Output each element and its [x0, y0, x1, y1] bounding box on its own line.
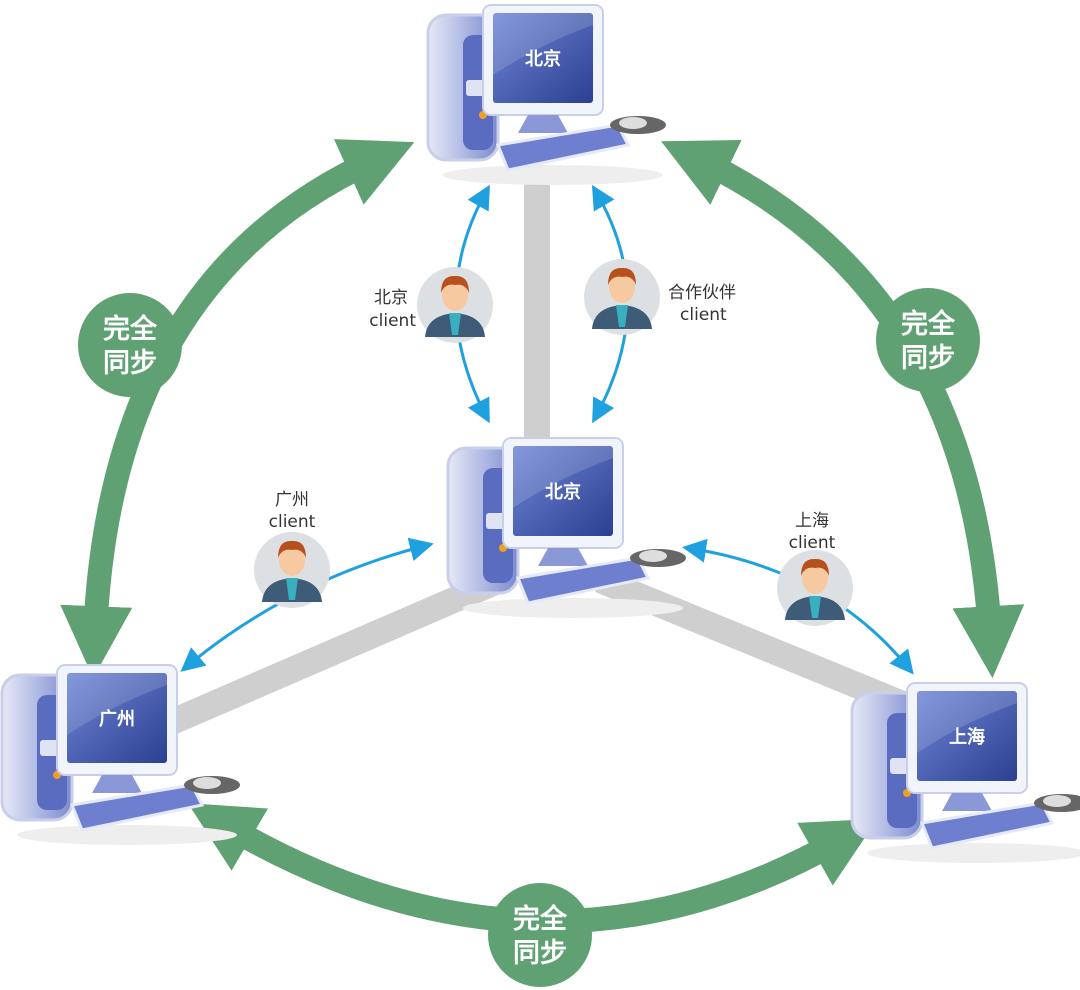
server-label: 北京	[545, 481, 581, 503]
client-city: 广州	[275, 490, 309, 510]
computer-icon	[850, 681, 1080, 865]
sync-badge-right: 完全 同步	[876, 288, 980, 392]
connector-left	[159, 568, 506, 737]
server-label: 上海	[949, 726, 985, 748]
sync-badge-left: 完全 同步	[78, 293, 182, 397]
server-label: 北京	[525, 48, 561, 70]
computer-icon	[426, 3, 668, 187]
badge-line2: 同步	[901, 343, 955, 374]
client-partner: 合作伙伴 client	[584, 259, 736, 335]
server-label: 广州	[99, 708, 135, 730]
badge-line1: 完全	[513, 903, 568, 935]
person-icon	[254, 532, 330, 608]
computer-icon	[0, 663, 242, 847]
connector-right	[595, 567, 910, 718]
badge-line2: 同步	[103, 348, 157, 379]
client-word: client	[680, 305, 727, 325]
sync-arrow-right	[661, 140, 1025, 679]
client-shanghai: 上海 client	[777, 511, 853, 626]
server-center: 北京	[446, 436, 688, 620]
client-city: 北京	[374, 288, 408, 308]
server-left: 广州	[0, 663, 242, 847]
client-word: client	[369, 311, 416, 331]
client-city: 上海	[795, 511, 829, 531]
person-icon	[417, 267, 493, 343]
sync-arrow-left	[60, 139, 415, 679]
person-icon	[584, 259, 660, 335]
client-guangzhou: 广州 client	[254, 490, 330, 608]
server-top: 北京	[426, 3, 668, 187]
badge-line2: 同步	[513, 938, 567, 969]
client-word: client	[789, 533, 836, 553]
person-icon	[777, 550, 853, 626]
sync-badge-bottom: 完全 同步	[488, 883, 592, 987]
client-word: client	[269, 512, 316, 532]
badge-line1: 完全	[901, 308, 956, 340]
badge-line1: 完全	[103, 313, 158, 345]
client-city: 合作伙伴	[668, 283, 736, 303]
client-beijing: 北京 client	[369, 267, 493, 343]
server-right: 上海	[850, 681, 1080, 865]
